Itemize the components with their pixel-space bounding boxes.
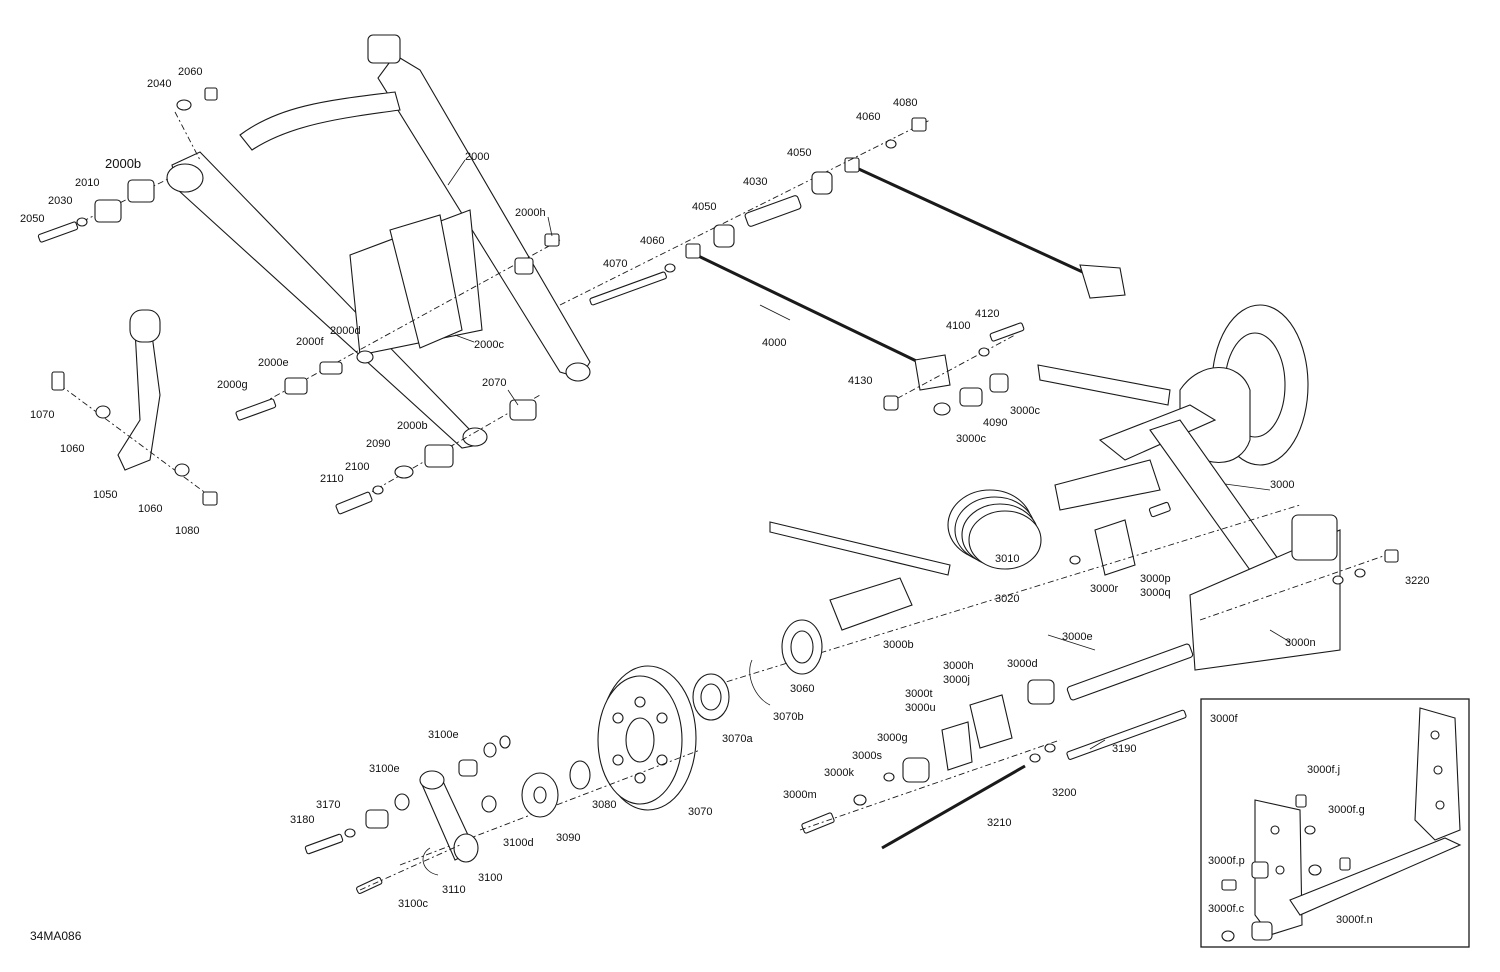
callout-2000c: 2000c bbox=[474, 339, 504, 351]
callout-3000f-g: 3000f.g bbox=[1328, 804, 1365, 816]
callout-4000: 4000 bbox=[762, 337, 786, 349]
callout-2100: 2100 bbox=[345, 461, 369, 473]
callout-2000: 2000 bbox=[465, 151, 489, 163]
callout-4080: 4080 bbox=[893, 97, 917, 109]
callout-4050-b: 4050 bbox=[692, 201, 716, 213]
callout-3000f-n: 3000f.n bbox=[1336, 914, 1373, 926]
callout-labels: 2040 2060 2000 2000b 2010 2030 2050 2000… bbox=[20, 66, 1429, 910]
callout-2070: 2070 bbox=[482, 377, 506, 389]
callout-3000j: 3000j bbox=[943, 674, 970, 686]
rear-arm-assembly bbox=[304, 304, 1399, 895]
callout-3200: 3200 bbox=[1052, 787, 1076, 799]
callout-2010: 2010 bbox=[75, 177, 99, 189]
callout-3060: 3060 bbox=[790, 683, 814, 695]
callout-3020: 3020 bbox=[995, 593, 1019, 605]
callout-2000h: 2000h bbox=[515, 207, 546, 219]
callout-3000c-b: 3000c bbox=[956, 433, 986, 445]
stopper-assembly bbox=[51, 309, 218, 506]
callout-3000d: 3000d bbox=[1007, 658, 1038, 670]
callout-3000f-c: 3000f.c bbox=[1208, 903, 1245, 915]
callout-3000h: 3000h bbox=[943, 660, 974, 672]
callout-2000e: 2000e bbox=[258, 357, 289, 369]
callout-4030: 4030 bbox=[743, 176, 767, 188]
inset-3000f: 3000f 3000f.j 3000f.g 3000f.p 3000f.c 30… bbox=[1200, 698, 1470, 948]
callout-3000g: 3000g bbox=[877, 732, 908, 744]
callout-3100e: 3100e bbox=[428, 729, 459, 741]
callout-3000p: 3000p bbox=[1140, 573, 1171, 585]
callout-2000b-lower: 2000b bbox=[397, 420, 428, 432]
callout-3000e: 3000e bbox=[1062, 631, 1093, 643]
callout-3100: 3100 bbox=[478, 872, 502, 884]
callout-1050: 1050 bbox=[93, 489, 117, 501]
callout-4070: 4070 bbox=[603, 258, 627, 270]
callout-3000t: 3000t bbox=[905, 688, 933, 700]
callout-3220: 3220 bbox=[1405, 575, 1429, 587]
callout-3070a: 3070a bbox=[722, 733, 753, 745]
callout-2040: 2040 bbox=[147, 78, 171, 90]
callout-2060: 2060 bbox=[178, 66, 202, 78]
callout-2110: 2110 bbox=[320, 473, 344, 485]
callout-3010: 3010 bbox=[995, 553, 1019, 565]
callout-4100: 4100 bbox=[946, 320, 970, 332]
callout-4060: 4060 bbox=[856, 111, 880, 123]
callout-3190: 3190 bbox=[1112, 743, 1136, 755]
callout-2000g: 2000g bbox=[217, 379, 248, 391]
callout-3090: 3090 bbox=[556, 832, 580, 844]
callout-4050: 4050 bbox=[787, 147, 811, 159]
callout-3000k: 3000k bbox=[824, 767, 854, 779]
callout-4090: 4090 bbox=[983, 417, 1007, 429]
callout-2030: 2030 bbox=[48, 195, 72, 207]
callout-3000m: 3000m bbox=[783, 789, 817, 801]
callout-3000u: 3000u bbox=[905, 702, 936, 714]
callout-3000b: 3000b bbox=[883, 639, 914, 651]
idler-wheel bbox=[597, 665, 697, 811]
callout-3100d: 3100d bbox=[503, 837, 534, 849]
callout-1070: 1070 bbox=[30, 409, 54, 421]
callout-3110: 3110 bbox=[442, 884, 466, 896]
callout-3100e-b: 3100e bbox=[369, 763, 400, 775]
rod-assembly bbox=[559, 117, 1126, 416]
callout-3180: 3180 bbox=[290, 814, 314, 826]
callout-2000f: 2000f bbox=[296, 336, 324, 348]
inset-title: 3000f bbox=[1210, 713, 1238, 725]
callout-3000s: 3000s bbox=[852, 750, 882, 762]
callout-3070b: 3070b bbox=[773, 711, 804, 723]
callout-3000n: 3000n bbox=[1285, 637, 1316, 649]
leader-lines bbox=[447, 159, 1291, 750]
callout-4120: 4120 bbox=[975, 308, 999, 320]
callout-3000q: 3000q bbox=[1140, 587, 1171, 599]
callout-3000c: 3000c bbox=[1010, 405, 1040, 417]
figure-id: 34MA086 bbox=[30, 929, 82, 943]
callout-3070: 3070 bbox=[688, 806, 712, 818]
callout-4130: 4130 bbox=[848, 375, 872, 387]
callout-3000f-j: 3000f.j bbox=[1307, 764, 1340, 776]
upper-arm-assembly bbox=[37, 34, 591, 515]
callout-3100c: 3100c bbox=[398, 898, 428, 910]
torsion-spring bbox=[947, 489, 1042, 570]
callout-2000d: 2000d bbox=[330, 325, 361, 337]
callout-3000r: 3000r bbox=[1090, 583, 1118, 595]
callout-1060-b: 1060 bbox=[138, 503, 162, 515]
callout-2050: 2050 bbox=[20, 213, 44, 225]
callout-1060: 1060 bbox=[60, 443, 84, 455]
callout-2000b: 2000b bbox=[105, 156, 141, 171]
callout-1080: 1080 bbox=[175, 525, 199, 537]
callout-3080: 3080 bbox=[592, 799, 616, 811]
callout-3000: 3000 bbox=[1270, 479, 1294, 491]
callout-3170: 3170 bbox=[316, 799, 340, 811]
callout-2090: 2090 bbox=[366, 438, 390, 450]
callout-3000f-p: 3000f.p bbox=[1208, 855, 1245, 867]
callout-4060-b: 4060 bbox=[640, 235, 664, 247]
callout-3210: 3210 bbox=[987, 817, 1011, 829]
